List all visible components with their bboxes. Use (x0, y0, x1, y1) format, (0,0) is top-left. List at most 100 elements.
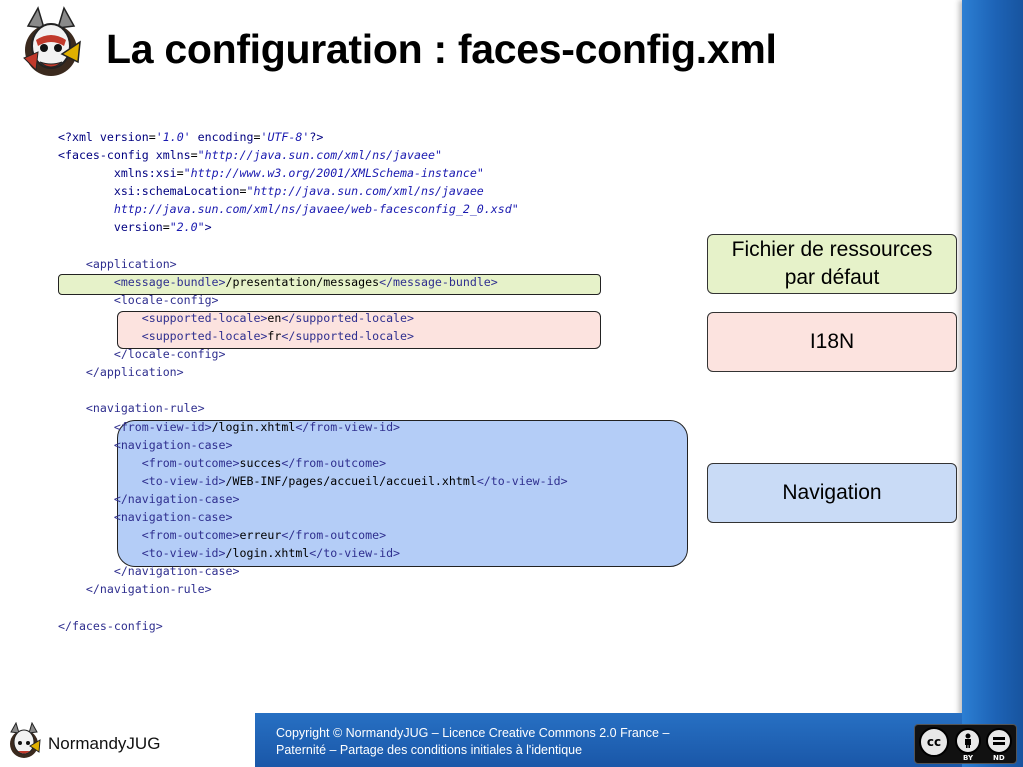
code-token: = (162, 220, 170, 235)
code-token: <from-view-id> (58, 419, 212, 434)
code-line: </application> (58, 363, 718, 381)
code-token: = (253, 130, 261, 144)
code-token: /WEB-INF/pages/accueil/accueil.xhtml (225, 473, 477, 488)
code-token: </to-view-id> (309, 546, 401, 561)
footer-brand-area (0, 713, 255, 767)
attribution-icon (955, 728, 981, 754)
code-token: 'UTF-8' (260, 130, 310, 144)
code-line: <navigation-rule> (58, 399, 718, 417)
code-token: > (204, 220, 212, 235)
code-token: <application> (58, 256, 177, 271)
code-token: </supported-locale> (281, 310, 414, 325)
person-icon (965, 733, 971, 748)
navigation-highlight (117, 420, 688, 567)
cc-by-label: BY (963, 754, 974, 762)
slide-title: La configuration : faces-config.xml (106, 26, 777, 72)
code-line: http://java.sun.com/xml/ns/javaee/web-fa… (58, 200, 718, 218)
code-line: </navigation-case> (58, 490, 718, 508)
code-token: <supported-locale> (58, 329, 268, 344)
code-line (58, 237, 718, 255)
code-line: xsi:schemaLocation="http://java.sun.com/… (58, 182, 718, 200)
code-token: en (267, 310, 282, 325)
code-line (58, 381, 718, 399)
code-token: "http://java.sun.com/xml/ns/javaee (246, 184, 484, 199)
code-line: <from-view-id>/login.xhtml</from-view-id… (58, 418, 718, 436)
code-token: </supported-locale> (281, 329, 414, 344)
code-line: <from-outcome>erreur</from-outcome> (58, 526, 718, 544)
code-token: version (58, 220, 163, 235)
right-side-bar (962, 0, 1023, 767)
code-token: <locale-config> (58, 292, 219, 307)
code-token: /login.xhtml (225, 546, 310, 561)
code-token: = (176, 166, 184, 181)
code-line: <supported-locale>en</supported-locale> (58, 309, 718, 327)
code-token: <supported-locale> (58, 310, 268, 325)
code-token: <to-view-id> (58, 473, 226, 488)
code-line: <locale-config> (58, 291, 718, 309)
code-token: "http://java.sun.com/xml/ns/javaee" (197, 148, 442, 163)
code-token: succes (239, 455, 282, 470)
copyright-line1: Copyright © NormandyJUG – Licence Creati… (276, 726, 670, 740)
code-line: version="2.0"> (58, 218, 718, 236)
footer-copyright: Copyright © NormandyJUG – Licence Creati… (276, 725, 796, 759)
code-line: </faces-config> (58, 617, 718, 635)
code-token: /login.xhtml (211, 419, 296, 434)
code-line: <application> (58, 255, 718, 273)
callout-navigation: Navigation (707, 463, 957, 523)
normandyjug-logo-icon (23, 6, 81, 76)
code-token: </faces-config> (58, 618, 163, 633)
code-line: <navigation-case> (58, 508, 718, 526)
code-token: = (148, 130, 156, 144)
code-token: = (239, 184, 247, 199)
code-token: xmlns (155, 148, 191, 163)
code-line: <navigation-case> (58, 436, 718, 454)
code-line: <?xml version='1.0' encoding='UTF-8'?> (58, 128, 718, 146)
code-token: xsi:schemaLocation (58, 184, 240, 199)
equals-icon (993, 737, 1005, 745)
code-token: fr (267, 329, 282, 344)
code-token: erreur (239, 528, 282, 543)
callout-resources-line1: Fichier de ressources (731, 238, 933, 261)
code-token: </navigation-case> (58, 491, 240, 506)
code-line: xmlns:xsi="http://www.w3.org/2001/XMLSch… (58, 164, 718, 182)
cc-nd-label: ND (993, 754, 1005, 762)
code-token: </message-bundle> (379, 274, 498, 289)
code-token: <?xml (58, 130, 100, 144)
code-token: </locale-config> (58, 347, 226, 362)
code-token: "2.0" (169, 220, 205, 235)
code-line: <to-view-id>/login.xhtml</to-view-id> (58, 544, 718, 562)
code-token: <to-view-id> (58, 546, 226, 561)
code-line: <supported-locale>fr</supported-locale> (58, 327, 718, 345)
code-token: <navigation-case> (58, 437, 233, 452)
code-token: </from-outcome> (281, 528, 387, 543)
footer-brand-name: NormandyJUG (48, 734, 161, 753)
footer-copyright-band (255, 713, 962, 767)
locale-highlight (117, 311, 601, 349)
code-line: <from-outcome>succes</from-outcome> (58, 454, 718, 472)
code-token: <navigation-rule> (58, 401, 205, 416)
callout-resources: Fichier de ressources par défaut (707, 234, 957, 294)
code-token: /presentation/messages (225, 274, 380, 289)
xml-code-listing: <?xml version='1.0' encoding='UTF-8'?> <f… (58, 128, 718, 635)
code-token: </navigation-case> (58, 564, 240, 579)
code-token: ?> (309, 130, 324, 144)
code-token: </navigation-rule> (58, 582, 212, 597)
code-token: = (190, 148, 198, 163)
code-token: version (99, 130, 149, 144)
code-token: <from-outcome> (58, 455, 240, 470)
code-line: </locale-config> (58, 345, 718, 363)
code-token: <from-outcome> (58, 528, 240, 543)
callout-i18n: I18N (707, 312, 957, 372)
code-line: </navigation-rule> (58, 580, 718, 598)
code-line: <to-view-id>/WEB-INF/pages/accueil/accue… (58, 472, 718, 490)
copyright-line2: Paternité – Partage des conditions initi… (276, 743, 583, 757)
code-token: "http://www.w3.org/2001/XMLSchema-instan… (183, 166, 484, 181)
code-token: <message-bundle> (58, 274, 226, 289)
code-token: <faces-config (58, 148, 156, 163)
message-bundle-highlight (58, 274, 601, 295)
code-token: <navigation-case> (58, 509, 233, 524)
code-line: </navigation-case> (58, 562, 718, 580)
code-token: </from-view-id> (295, 419, 401, 434)
code-token: '1.0' (155, 130, 191, 144)
code-token: </to-view-id> (476, 473, 568, 488)
